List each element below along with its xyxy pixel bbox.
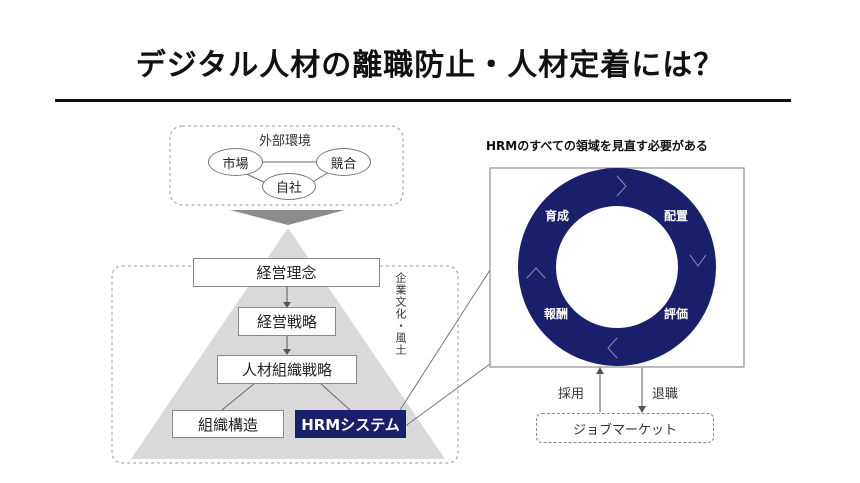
pyramid-shape: [131, 228, 445, 459]
ring-label-evaluation: 評価: [664, 307, 689, 321]
page-title: デジタル人材の離職防止・人材定着には？: [135, 48, 725, 83]
hire-label: 採用: [558, 387, 585, 402]
link-hr-hrm: [319, 382, 351, 411]
zoom-line-bottom: [399, 363, 491, 431]
competition-oval: 競合: [316, 148, 371, 176]
hrm-system-box: HRMシステム: [295, 410, 406, 438]
link-hr-structure: [221, 382, 256, 411]
zoom-line-top: [399, 269, 491, 411]
ring-label-placement: 配置: [664, 209, 689, 223]
company-oval: 自社: [262, 173, 316, 200]
market-oval: 市場: [208, 148, 263, 176]
external-environment-frame: [169, 125, 404, 206]
ring-label-development: 育成: [545, 209, 570, 223]
corporate-culture-label: 企業文化・風土: [394, 272, 407, 356]
ring-chevron-bottom: [607, 337, 618, 359]
ring-chevron-right: [689, 254, 707, 267]
title-underline: [55, 99, 791, 102]
job-market-box: ジョブマーケット: [536, 413, 714, 443]
ring-chevron-top: [616, 175, 627, 197]
management-strategy-box: 経営戦略: [238, 307, 336, 336]
external-down-arrow: [230, 210, 345, 225]
external-environment-label: 外部環境: [259, 134, 312, 149]
ring-chevron-left: [526, 267, 546, 279]
ring-label-compensation: 報酬: [544, 307, 569, 321]
organization-structure-box: 組織構造: [172, 410, 284, 438]
leave-label: 退職: [652, 387, 679, 402]
hrm-cycle-ring: [518, 168, 716, 366]
management-philosophy-box: 経営理念: [193, 258, 380, 287]
hrm-panel-caption: HRMのすべての領域を見直す必要がある: [486, 139, 708, 153]
hr-strategy-box: 人材組織戦略: [217, 355, 357, 384]
